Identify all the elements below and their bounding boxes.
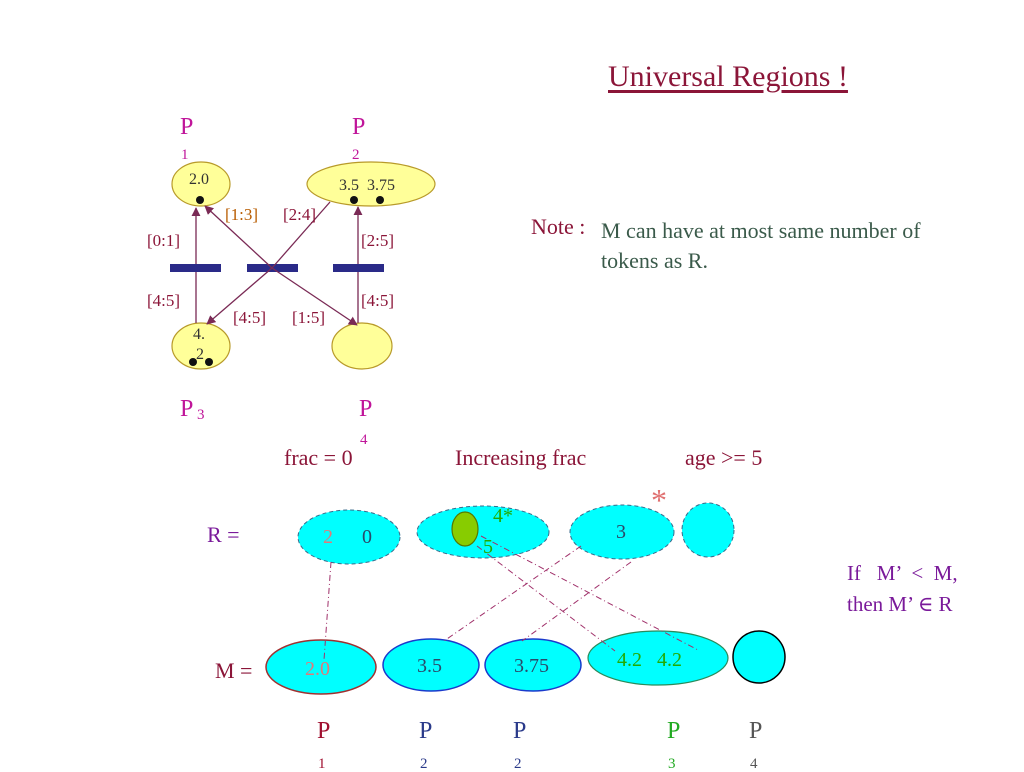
place-p2: [306, 161, 436, 207]
map-line: [476, 545, 616, 652]
bottom-place-label: P: [317, 718, 331, 744]
token: [205, 358, 213, 366]
note-text: M can have at most same number of tokens…: [601, 218, 921, 273]
arc-t2-p3: [206, 267, 273, 325]
place-p4: [331, 322, 393, 370]
arc-t2-p1: [204, 205, 273, 269]
place-p1: [171, 161, 231, 207]
star-icon: *: [651, 482, 667, 518]
m-cell-3: [484, 638, 582, 692]
small-green-token: [451, 511, 479, 547]
map-line: [443, 545, 582, 642]
map-line: [521, 561, 632, 642]
place-p3: [171, 322, 231, 370]
bottom-place-label: P: [667, 718, 681, 744]
place-value-p3-line2: 2: [196, 346, 204, 363]
token: [350, 196, 358, 204]
interval-label: [4:5]: [147, 291, 181, 310]
m-cell-4: [587, 630, 729, 686]
place-value-p1: 2.0: [189, 171, 209, 188]
interval-label: [0:1]: [147, 231, 181, 250]
bottom-place-sub: 2: [420, 756, 428, 772]
place-value-p3-line1: 4.: [193, 326, 205, 343]
r-cell-2-a: 4*: [493, 505, 513, 527]
m-cell-5: [732, 630, 786, 684]
region-r4: [681, 502, 735, 558]
place-label-p1: P: [180, 114, 194, 140]
interval-label: [1:3]: [225, 205, 259, 224]
interval-label: [2:4]: [283, 205, 317, 224]
transition-t1: [170, 264, 221, 272]
interval-label: [4:5]: [233, 308, 267, 327]
m-cell-1: [265, 639, 377, 695]
place-label-p3: P: [180, 396, 194, 422]
m-label: M =: [215, 658, 253, 683]
r-cell-1-a: 2: [323, 526, 333, 548]
m-cell-1-text: 2.0: [305, 658, 330, 680]
map-line: [480, 535, 699, 651]
place-value-p2: 3.5 3.75: [339, 177, 395, 194]
region-r1: [297, 509, 401, 565]
condition-line-1: If M’ < M,: [847, 561, 958, 585]
interval-label: [4:5]: [361, 291, 395, 310]
place-sub-p2: 2: [352, 147, 360, 163]
token: [196, 196, 204, 204]
r-label: R =: [207, 522, 240, 547]
header-frac-zero: frac = 0: [284, 445, 353, 470]
bottom-place-sub: 3: [668, 756, 676, 772]
token: [376, 196, 384, 204]
interval-label: [2:5]: [361, 231, 395, 250]
bottom-place-label: P: [749, 718, 763, 744]
r-cell-2-b: 5: [483, 536, 493, 558]
interval-label: [1:5]: [292, 308, 326, 327]
transition-t3: [333, 264, 384, 272]
bottom-place-sub: 2: [514, 756, 522, 772]
region-r3: [569, 504, 675, 560]
place-sub-p4: 4: [360, 432, 368, 448]
m-cell-2: [382, 638, 480, 692]
place-label-p4: P: [359, 396, 373, 422]
arc-t2-p4: [271, 267, 358, 326]
header-increasing-frac: Increasing frac: [455, 445, 587, 470]
header-age: age >= 5: [685, 445, 763, 470]
place-label-p2: P: [352, 114, 366, 140]
r-cell-3-a: 3: [616, 521, 626, 543]
map-line: [323, 561, 332, 661]
place-sub-p3: 3: [197, 407, 205, 423]
m-cell-4-text: 4.2 4.2: [617, 649, 682, 671]
condition-line-2: then M’ ∈ R: [847, 592, 953, 616]
m-cell-3-text: 3.75: [514, 655, 549, 677]
r-cell-1-b: 0: [362, 526, 372, 548]
bottom-place-label: P: [513, 718, 527, 744]
region-r2: [416, 505, 550, 559]
bottom-place-sub: 4: [750, 756, 758, 772]
token: [189, 358, 197, 366]
arc-p2-t2: [271, 201, 331, 269]
page-title: Universal Regions !: [608, 60, 848, 93]
bottom-place-sub: 1: [318, 756, 326, 772]
bottom-place-label: P: [419, 718, 433, 744]
place-sub-p1: 1: [181, 147, 189, 163]
note-label: Note :: [531, 214, 586, 239]
m-cell-2-text: 3.5: [417, 655, 442, 677]
